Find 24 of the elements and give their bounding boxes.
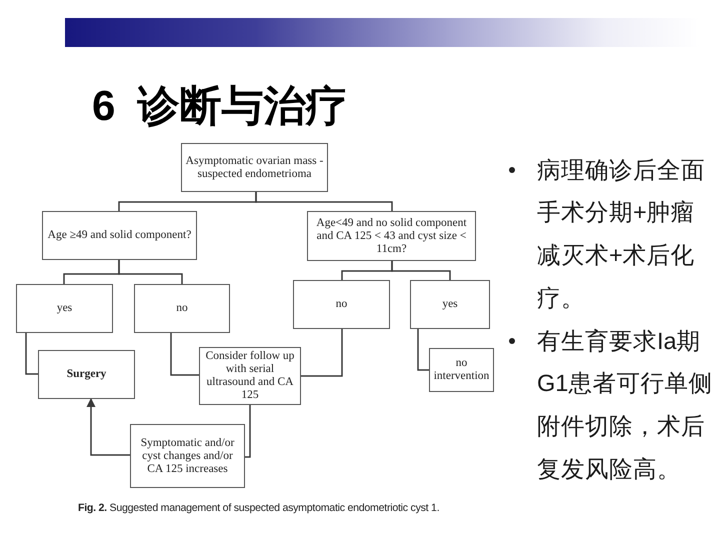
connector <box>301 329 343 377</box>
question-box: Age ≥49 and solid component? <box>42 211 197 260</box>
connector <box>255 192 393 211</box>
choice-box: yes <box>16 284 113 333</box>
choice-box: no <box>293 280 390 329</box>
connector <box>170 333 199 376</box>
figure-caption: Fig. 2. Suggested management of suspected asymptomatic endometriotic cyst 1. <box>78 501 440 515</box>
connector <box>417 329 429 371</box>
action-box: no intervention <box>429 348 494 392</box>
choice-box: no <box>134 284 230 333</box>
start-box: Asymptomatic ovarian mass - suspected endometrioma <box>181 143 328 192</box>
connector <box>118 260 183 284</box>
action-box: Surgery <box>38 350 135 399</box>
connector <box>391 261 451 280</box>
question-box: Age<49 and no solid component and CA 125 < 43 and cyst size < 11cm? <box>307 211 476 261</box>
action-box: Consider follow up with serial ultrasound and CA 125 <box>199 347 301 405</box>
connector <box>245 405 251 458</box>
slide-title: 6 诊断与治疗 <box>92 82 348 130</box>
bullet-text: 有生育要求Ia期G1患者可行单侧附件切除，术后复发风险高。 <box>537 326 714 484</box>
action-box: Symptomatic and/or cyst changes and/or CA 125 increases <box>130 424 245 488</box>
bullet-text: 病理确诊后全面手术分期+肿瘤减灭术+术后化疗。 <box>537 156 706 313</box>
arrow <box>86 398 130 456</box>
choice-box: yes <box>410 280 490 329</box>
connector <box>25 333 38 375</box>
